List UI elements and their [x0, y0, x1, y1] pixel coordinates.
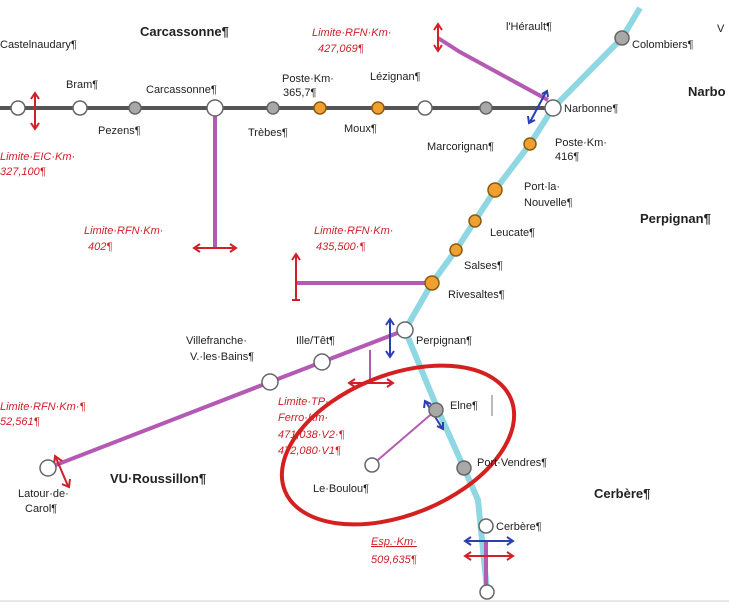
- label-narbonne: Narbonne¶: [564, 103, 618, 115]
- station-marker-moux[interactable]: [371, 101, 385, 115]
- limit-arrow-ille: [347, 378, 395, 388]
- limit-arrows: [30, 22, 549, 561]
- region-narbonne-partial: Narbo: [688, 84, 726, 99]
- label-port-vendres: Port·Vendres¶: [477, 457, 547, 469]
- station-marker-poste-km-416[interactable]: [523, 137, 537, 151]
- highlight-ellipse: [279, 363, 517, 527]
- label-marcorignan: Marcorignan¶: [427, 141, 494, 153]
- region-vu-roussillon: VU·Roussillon¶: [110, 471, 206, 486]
- label-villefranche-line1: Villefranche·: [186, 335, 247, 347]
- limit-arrow-rfn-435: [291, 252, 301, 301]
- label-castelnaudary: Castelnaudary¶: [0, 39, 77, 51]
- limit-rfn-52-line2: 52,561¶: [0, 416, 40, 428]
- station-marker-villefranche[interactable]: [261, 373, 279, 391]
- station-marker-marcorignan[interactable]: [479, 101, 493, 115]
- limit-labels: Limite·EIC·Km· 327,100¶ Limite·RFN·Km· 4…: [0, 27, 417, 566]
- station-marker-ille-tet[interactable]: [313, 353, 331, 371]
- line-perpignan-latour: [47, 330, 401, 470]
- label-poste-km-416-line2: 416¶: [555, 151, 579, 163]
- limit-arrow-esp-red: [463, 551, 515, 561]
- label-poste-km-365-line1: Poste·Km·: [282, 73, 334, 85]
- label-perpignan: Perpignan¶: [416, 335, 472, 347]
- station-marker-perpignan[interactable]: [396, 321, 414, 339]
- limit-arrow-narbonne-blue: [527, 89, 549, 125]
- label-leucate: Leucate¶: [490, 227, 535, 239]
- region-labels: Carcassonne¶ l'Hérault¶ V Narbo Perpigna…: [110, 21, 726, 501]
- label-ille-tet: Ille/Têt¶: [296, 335, 335, 347]
- station-marker-poste-km-365[interactable]: [313, 101, 327, 115]
- limit-rfn-427-line2: 427,069¶: [318, 43, 364, 55]
- station-marker-colombiers[interactable]: [614, 30, 630, 46]
- label-bram: Bram¶: [66, 79, 98, 91]
- label-poste-km-416-line1: Poste·Km·: [555, 137, 607, 149]
- label-trebes: Trèbes¶: [248, 127, 288, 139]
- label-latour-line1: Latour·de·: [18, 488, 69, 500]
- limit-arrow-eic: [30, 91, 40, 131]
- label-cerbere: Cerbère¶: [496, 521, 542, 533]
- station-marker-bram[interactable]: [72, 100, 88, 116]
- limit-esp-line1: Esp.·Km·: [371, 536, 417, 548]
- label-lezignan: Lézignan¶: [370, 71, 421, 83]
- label-carcassonne: Carcassonne¶: [146, 84, 217, 96]
- stations: [10, 30, 630, 600]
- label-moux: Moux¶: [344, 123, 377, 135]
- limit-tp-line3: 471,038·V2·¶: [278, 429, 345, 441]
- limit-rfn-427-line1: Limite·RFN·Km·: [312, 27, 391, 39]
- region-cerbere: Cerbère¶: [594, 486, 650, 501]
- region-carcassonne: Carcassonne¶: [140, 24, 229, 39]
- branch-herault: [436, 36, 549, 102]
- limit-eic-line2: 327,100¶: [0, 166, 46, 178]
- label-rivesaltes: Rivesaltes¶: [448, 289, 505, 301]
- station-marker-south[interactable]: [479, 584, 495, 600]
- station-marker-salses[interactable]: [449, 243, 463, 257]
- limit-arrow-rfn-402: [192, 243, 238, 253]
- station-marker-castelnaudary[interactable]: [10, 100, 26, 116]
- station-marker-elne[interactable]: [428, 402, 444, 418]
- label-le-boulou: Le·Boulou¶: [313, 483, 369, 495]
- station-marker-trebes[interactable]: [266, 101, 280, 115]
- limit-rfn-402-line1: Limite·RFN·Km·: [84, 225, 163, 237]
- limit-tp-line1: Limite·TP·: [278, 396, 329, 408]
- station-marker-narbonne[interactable]: [544, 99, 562, 117]
- station-labels: Castelnaudary¶ Bram¶ Pezens¶ Carcassonne…: [0, 39, 694, 533]
- limit-tp-line2: Ferro·Km·: [278, 412, 328, 424]
- station-marker-le-boulou[interactable]: [364, 457, 380, 473]
- label-port-la-nouvelle-line2: Nouvelle¶: [524, 197, 573, 209]
- region-herault: l'Hérault¶: [506, 21, 552, 33]
- limit-rfn-402-line2: 402¶: [88, 241, 112, 253]
- limit-rfn-435-line2: 435,500·¶: [316, 241, 365, 253]
- limit-rfn-52-line1: Limite·RFN·Km·¶: [0, 401, 85, 413]
- station-marker-carcassonne[interactable]: [206, 99, 224, 117]
- label-poste-km-365-line2: 365,7¶: [283, 87, 317, 99]
- label-port-la-nouvelle-line1: Port·la·: [524, 181, 560, 193]
- limit-tp-line4: 472,080·V1¶: [278, 445, 341, 457]
- label-villefranche-line2: V.·les·Bains¶: [190, 351, 254, 363]
- region-v-partial: V: [717, 23, 725, 35]
- station-marker-rivesaltes[interactable]: [424, 275, 440, 291]
- station-marker-port-vendres[interactable]: [456, 460, 472, 476]
- label-colombiers: Colombiers¶: [632, 39, 694, 51]
- limit-arrow-perpignan-blue: [385, 317, 395, 359]
- station-marker-leucate[interactable]: [468, 214, 482, 228]
- label-latour-line2: Carol¶: [25, 503, 57, 515]
- region-perpignan: Perpignan¶: [640, 211, 711, 226]
- station-marker-latour-de-carol[interactable]: [39, 459, 57, 477]
- station-marker-cerbere[interactable]: [478, 518, 494, 534]
- station-marker-port-la-nouvelle[interactable]: [487, 182, 503, 198]
- branch-le-boulou: [371, 409, 437, 466]
- limit-eic-line1: Limite·EIC·Km·: [0, 151, 75, 163]
- limit-arrow-herault: [433, 22, 443, 53]
- label-elne: Elne¶: [450, 400, 478, 412]
- label-salses: Salses¶: [464, 260, 503, 272]
- station-marker-lezignan[interactable]: [417, 100, 433, 116]
- limit-arrow-esp-blue: [463, 536, 515, 546]
- label-pezens: Pezens¶: [98, 125, 141, 137]
- limit-esp-line2: 509,635¶: [371, 554, 417, 566]
- limit-rfn-435-line1: Limite·RFN·Km·: [314, 225, 393, 237]
- station-marker-pezens[interactable]: [128, 101, 142, 115]
